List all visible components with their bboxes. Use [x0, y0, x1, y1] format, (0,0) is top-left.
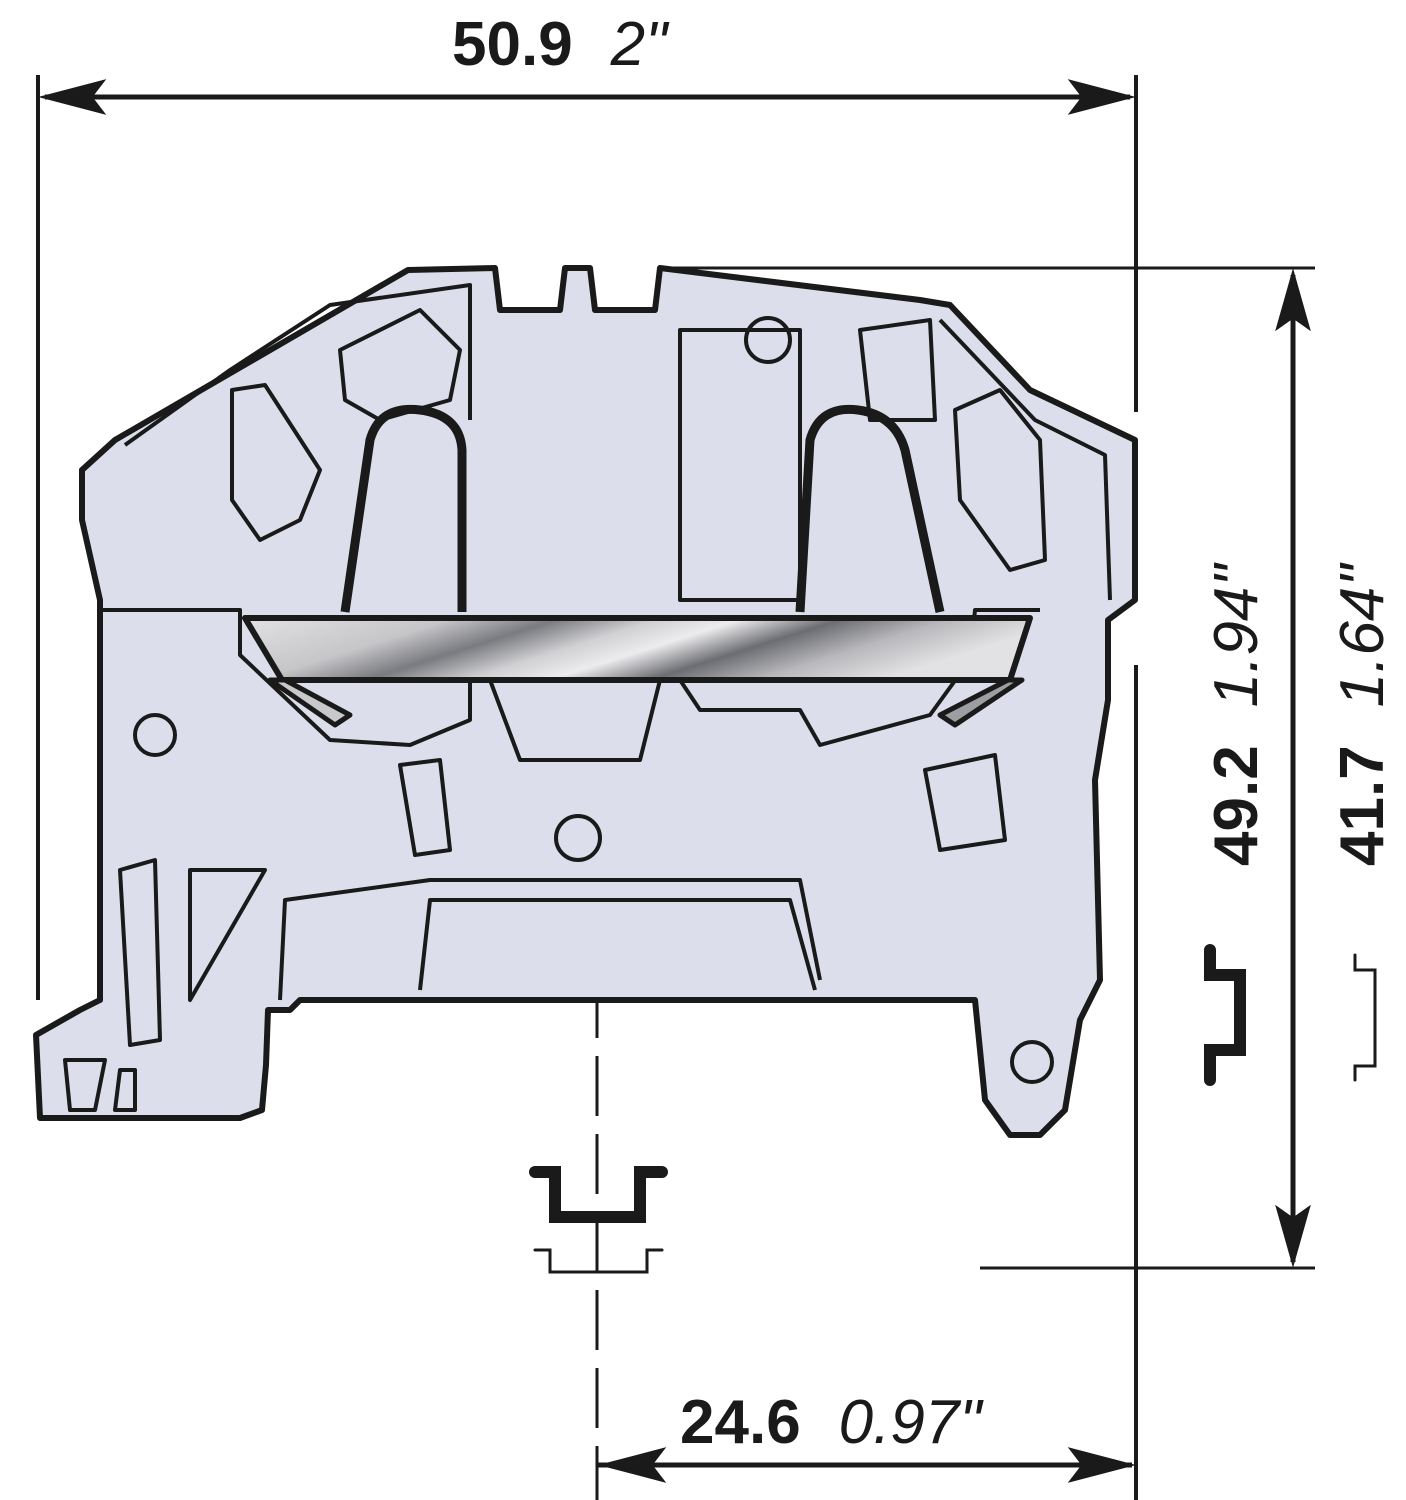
- dim-width-mm: 50.9: [452, 10, 573, 79]
- din-rail-symbols: [529, 944, 1377, 1274]
- dim-rail-offset-inch: 0.97": [838, 1388, 982, 1457]
- busbar: [242, 615, 1033, 683]
- dim-rail-offset-mm: 24.6: [680, 1388, 801, 1457]
- dim-height-top-rail-inch: 1.94": [1202, 564, 1271, 708]
- dim-height-low-rail-inch: 1.64": [1328, 564, 1397, 708]
- dim-height-low-rail-mm: 41.7: [1328, 745, 1397, 866]
- terminal-body: [33, 265, 1138, 1138]
- dim-height-low-rail: 41.7 1.64": [1328, 565, 1397, 866]
- dim-height-top-rail: 49.2 1.94": [1202, 565, 1271, 866]
- dim-width-inch: 2": [610, 10, 668, 79]
- dim-height-top-rail-mm: 49.2: [1202, 745, 1271, 866]
